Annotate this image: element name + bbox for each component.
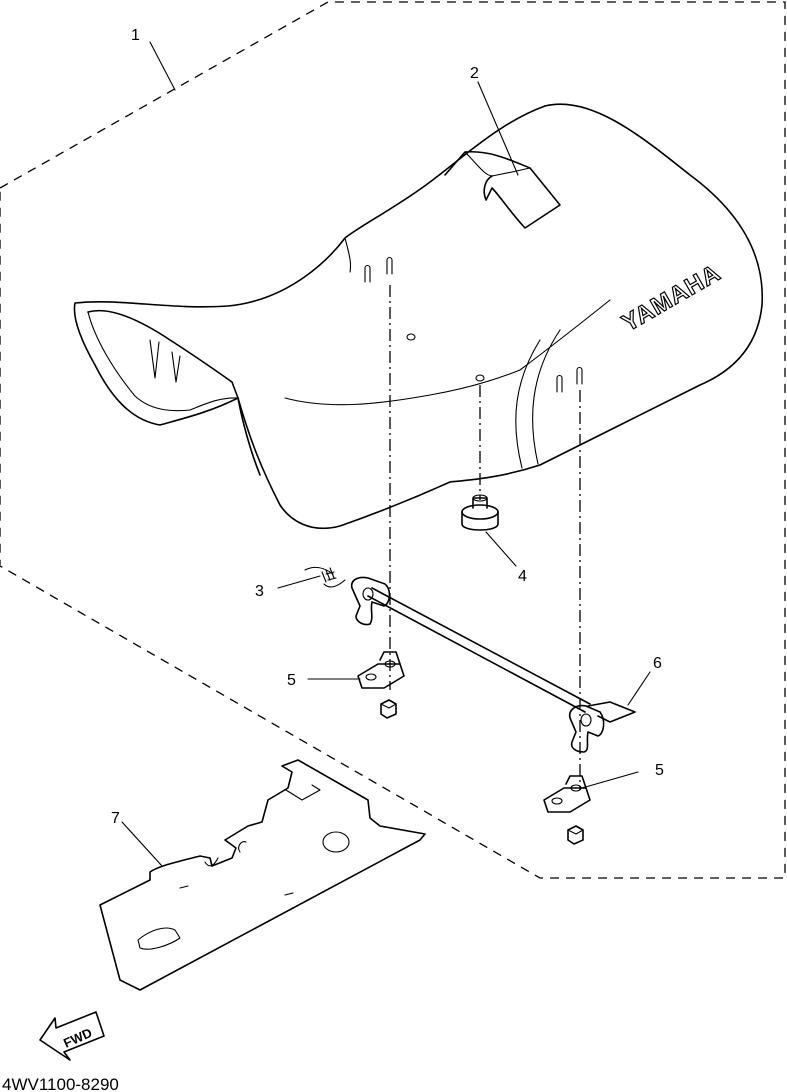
spring-part [304,566,346,588]
callout-5-right: 5 [655,762,664,779]
hinge-rod-part [350,576,636,753]
callout-4: 4 [518,568,527,585]
callout-1: 1 [131,27,140,44]
damper-part [461,494,499,531]
fwd-arrow-icon [39,1011,105,1061]
callout-2: 2 [470,65,479,82]
under-plate-part [99,759,426,991]
clamp-left-part [357,651,405,719]
clamp-right-part [543,775,591,845]
seat-logo: YAMAHA [618,259,726,337]
callout-6: 6 [653,655,662,672]
callout-5-left: 5 [287,672,296,689]
assembly-boundary [0,1,786,879]
callout-3: 3 [255,583,264,600]
leader-lines [121,41,651,867]
seat [73,103,763,530]
diagram-code: 4WV1100-8290 [2,1075,119,1092]
callout-7: 7 [111,810,120,827]
